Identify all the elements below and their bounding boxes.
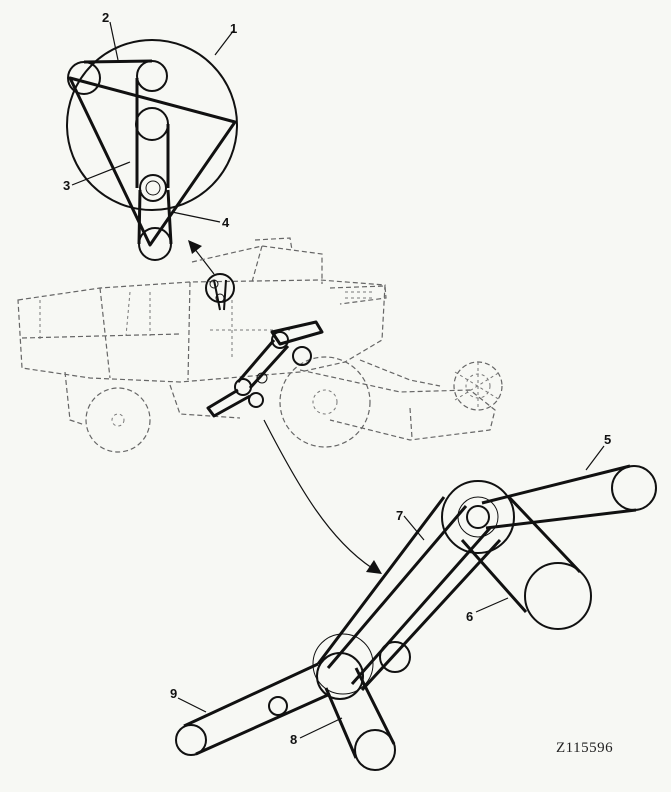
combine-harvester-outline xyxy=(17,237,503,453)
arrow-to-lower-detail xyxy=(263,419,382,574)
leader-5 xyxy=(585,445,605,471)
leader-7 xyxy=(403,515,425,541)
callout-4: 4 xyxy=(222,215,230,230)
callout-2: 2 xyxy=(102,10,109,25)
leader-4 xyxy=(171,211,221,223)
pulley-belt-5-end xyxy=(611,465,657,511)
belt-3-strands xyxy=(135,124,170,188)
pulley-lower xyxy=(139,174,167,202)
callout-9: 9 xyxy=(170,686,177,701)
machine-upper-belt-location xyxy=(205,273,235,311)
pulley-lower-hub xyxy=(145,180,161,196)
detail-lower-belt-drive: 5 6 7 8 9 xyxy=(170,432,657,771)
pulley-bottom xyxy=(138,227,172,261)
callout-5: 5 xyxy=(604,432,611,447)
pulley-upper-right xyxy=(136,60,168,92)
callout-7: 7 xyxy=(396,508,403,523)
callout-3: 3 xyxy=(63,178,70,193)
pulley-belt-8-end xyxy=(354,729,396,771)
pulley-belt-6-end xyxy=(524,562,592,630)
pulley-tensioner xyxy=(268,696,288,716)
pulley-middle xyxy=(135,107,169,141)
leader-3 xyxy=(71,161,131,186)
belt-2-strands xyxy=(83,59,153,124)
pulley-main-driver xyxy=(441,480,515,554)
arrow-to-upper-detail xyxy=(188,240,215,275)
leader-6 xyxy=(475,597,509,613)
leader-9 xyxy=(177,697,207,713)
machine-lower-belt-location xyxy=(206,320,324,418)
belt-5 xyxy=(481,464,637,530)
leader-8 xyxy=(299,717,343,739)
belt-7 xyxy=(316,496,502,692)
belt-outline xyxy=(68,76,237,247)
leader-2 xyxy=(109,21,119,61)
reference-code: Z115596 xyxy=(556,740,613,756)
pulley-belt-9-end xyxy=(175,724,207,756)
leader-1 xyxy=(214,29,235,56)
belt-8 xyxy=(324,667,396,759)
pulley-idler xyxy=(379,641,411,673)
large-pulley xyxy=(66,39,238,211)
callout-6: 6 xyxy=(466,609,473,624)
pulley-lower-driver xyxy=(316,652,364,700)
belt-6 xyxy=(460,494,582,613)
belt-4-strands xyxy=(137,189,173,245)
detail-upper-belt-drive: 2 1 3 4 xyxy=(63,10,238,261)
callout-1: 1 xyxy=(230,21,237,36)
callout-8: 8 xyxy=(290,732,297,747)
belt-9 xyxy=(183,662,331,756)
